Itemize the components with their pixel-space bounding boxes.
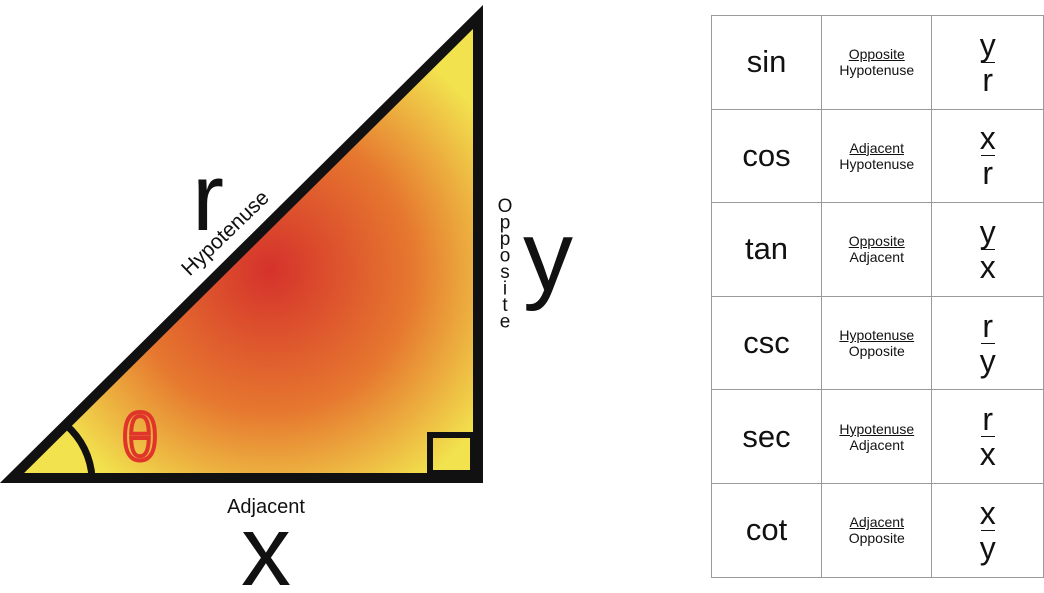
- function-name: sec: [710, 389, 823, 484]
- opposite-symbol: y: [523, 200, 573, 312]
- ratio-denominator: Opposite: [848, 343, 905, 360]
- fraction-denominator: y: [979, 342, 996, 379]
- opposite-letter: p: [500, 229, 511, 250]
- fraction-denominator: x: [979, 248, 996, 285]
- opposite-letter: s: [500, 262, 510, 283]
- fraction-denominator: x: [979, 436, 996, 473]
- opposite-letter: o: [500, 246, 511, 267]
- fraction-numerator: r: [982, 307, 994, 344]
- ratio-denominator: Opposite: [848, 530, 905, 547]
- fraction-bar: [980, 248, 995, 250]
- opposite-letter: t: [502, 295, 508, 316]
- opposite-letter: p: [500, 213, 511, 234]
- opposite-letter: i: [503, 279, 507, 300]
- function-name: cot: [710, 482, 823, 578]
- ratio-numerator: Opposite: [848, 233, 905, 250]
- fraction-bar: [980, 155, 995, 157]
- fraction-bar: [980, 529, 995, 531]
- fraction-numerator: y: [979, 26, 996, 63]
- ratio-numerator: Hypotenuse: [839, 327, 915, 344]
- opposite-letter: O: [498, 196, 513, 217]
- hypotenuse-symbol: r: [192, 144, 224, 251]
- ratio-numerator: Opposite: [848, 46, 905, 63]
- fraction-numerator: x: [979, 494, 996, 531]
- fraction-bar: [980, 342, 995, 344]
- right-triangle-diagram: θ r Hypotenuse Opposite y Adjacent x: [0, 5, 573, 593]
- function-name: csc: [710, 295, 823, 391]
- ratio-denominator: Hypotenuse: [839, 62, 915, 79]
- function-name: cos: [710, 108, 823, 204]
- fraction-denominator: r: [982, 61, 994, 98]
- ratio-denominator: Adjacent: [849, 249, 904, 266]
- fraction-denominator: r: [982, 155, 994, 192]
- fraction-numerator: y: [979, 213, 996, 250]
- function-name: sin: [710, 15, 823, 110]
- ratio-numerator: Hypotenuse: [839, 420, 915, 437]
- angle-arc: [63, 422, 96, 479]
- triangle-fill: [0, 5, 483, 483]
- fraction-denominator: y: [979, 529, 996, 566]
- fraction-bar: [980, 61, 995, 63]
- fraction-numerator: x: [979, 120, 996, 157]
- opposite-letter: e: [500, 312, 511, 333]
- adjacent-label: Adjacent: [227, 496, 305, 518]
- adjacent-symbol: x: [241, 495, 291, 593]
- opposite-label: Opposite: [498, 196, 513, 333]
- theta-symbol: θ: [122, 400, 159, 474]
- ratio-numerator: Adjacent: [849, 514, 904, 531]
- ratio-denominator: Adjacent: [849, 436, 904, 453]
- ratio-denominator: Hypotenuse: [839, 155, 915, 172]
- function-name: tan: [710, 202, 823, 297]
- fraction-bar: [980, 436, 995, 438]
- right-angle-marker: [427, 432, 476, 476]
- fraction-numerator: r: [982, 401, 994, 438]
- ratio-numerator: Adjacent: [849, 139, 904, 156]
